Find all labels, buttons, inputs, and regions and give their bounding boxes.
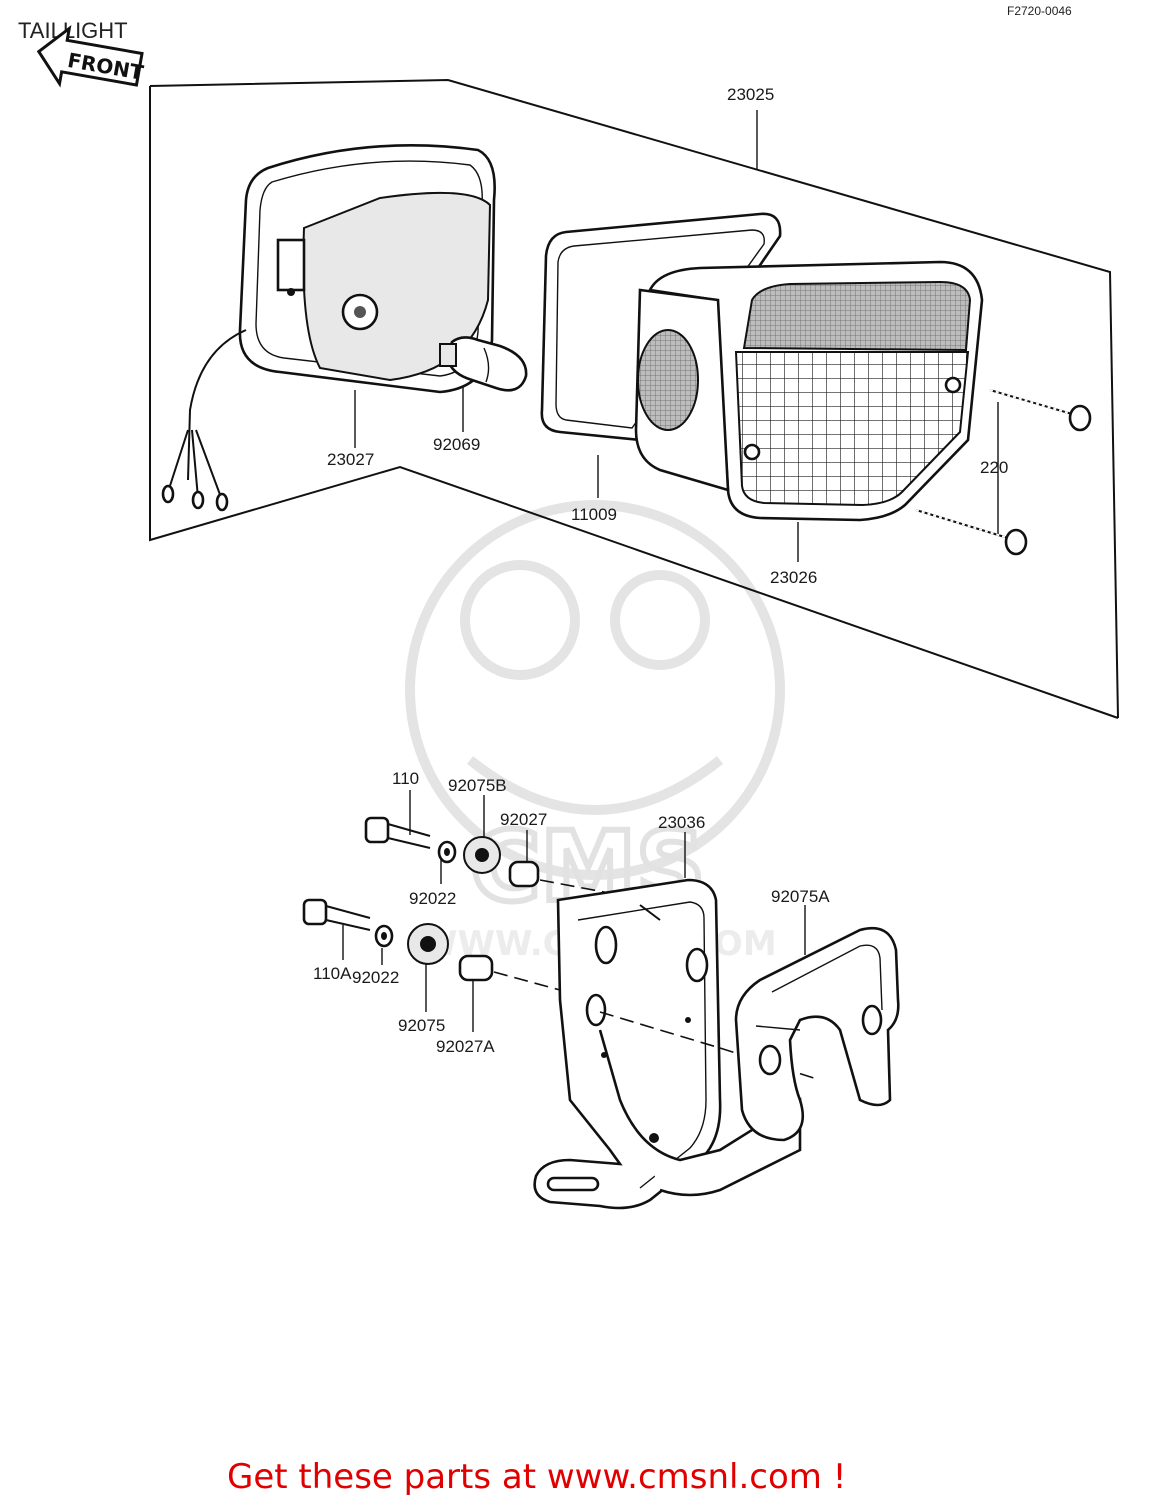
part-label-92069: 92069: [433, 435, 480, 454]
leader-lines: [342, 110, 999, 1032]
footer-link[interactable]: Get these parts at www.cmsnl.com !: [227, 1457, 846, 1497]
bulb-icon: [439, 336, 528, 392]
taillight-base: [161, 144, 496, 512]
bracket-grommet: [734, 926, 900, 1142]
part-label-11009: 11009: [571, 505, 617, 524]
part-label-92075: 92075: [398, 1016, 445, 1035]
part-label-110A: 110A: [313, 964, 352, 983]
diagram-code: F2720-0046: [1007, 4, 1072, 18]
lower-mount-hardware: [302, 898, 561, 991]
assembly-outline: [149, 78, 1119, 719]
part-label-110: 110: [392, 769, 419, 788]
mounting-bracket: [533, 878, 821, 1210]
part-label-92022-upper: 92022: [409, 889, 456, 908]
part-label-92022-lower: 92022: [352, 968, 399, 987]
part-label-92027A: 92027A: [436, 1037, 495, 1056]
part-label-23036: 23036: [658, 813, 705, 832]
page-title: TAILLIGHT: [18, 18, 128, 43]
part-label-92027: 92027: [500, 810, 547, 829]
footer-text[interactable]: Get these parts at www.cmsnl.com !: [227, 1457, 846, 1497]
part-label-92075B: 92075B: [448, 776, 507, 795]
part-label-23026: 23026: [770, 568, 817, 587]
front-arrow-icon: FRONT: [36, 24, 146, 88]
taillight-lens: [634, 260, 984, 522]
part-label-23027: 23027: [327, 450, 374, 469]
part-labels: 23025 23027 92069 11009 23026 220 110 92…: [313, 85, 1008, 1056]
part-label-23025: 23025: [727, 85, 774, 104]
upper-mount-hardware: [364, 816, 621, 896]
part-label-220: 220: [980, 458, 1008, 477]
lens-screws: [915, 389, 1092, 556]
part-label-92075A: 92075A: [771, 887, 830, 906]
